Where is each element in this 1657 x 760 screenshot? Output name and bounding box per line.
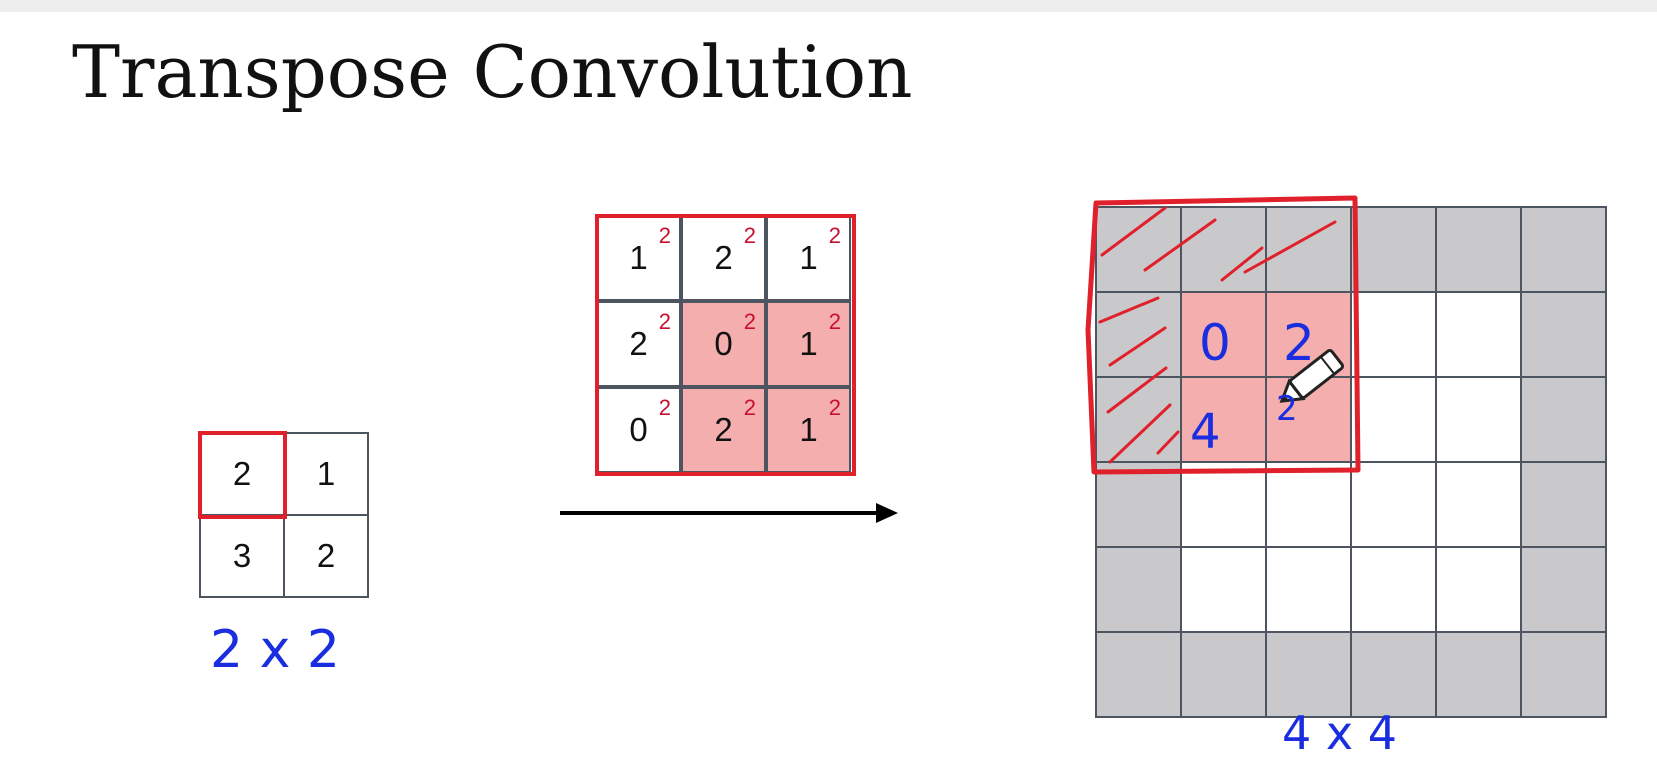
- arrow: [560, 503, 898, 523]
- filter-value: 2: [714, 411, 733, 448]
- filter-superscript: 2: [743, 223, 756, 248]
- output-cell: [1180, 291, 1267, 378]
- filter-value: 0: [714, 325, 733, 362]
- output-annotation: 2: [1276, 389, 1298, 429]
- input-size-label: 2 x 2: [210, 620, 340, 680]
- filter-value: 2: [629, 325, 648, 362]
- output-cell: [1350, 206, 1437, 293]
- output-cell: [1520, 631, 1607, 718]
- output-cell: [1350, 631, 1437, 718]
- output-cell: [1265, 631, 1352, 718]
- output-cell: [1180, 376, 1267, 463]
- filter-value: 1: [799, 411, 818, 448]
- receptive-field-outline: [1085, 195, 1361, 475]
- output-annotation: 4: [1190, 404, 1221, 460]
- output-cell: [1520, 461, 1607, 548]
- output-annotation: 0: [1199, 314, 1231, 372]
- filter-superscript: 2: [828, 223, 841, 248]
- input-cell: 2: [283, 514, 369, 598]
- filter-superscript: 2: [743, 309, 756, 334]
- slide-title: Transpose Convolution: [72, 30, 913, 114]
- filter-value: 2: [714, 239, 733, 276]
- output-cell: [1180, 546, 1267, 633]
- output-cell: [1435, 546, 1522, 633]
- hatching: [1098, 206, 1337, 464]
- filter-superscript: 2: [658, 223, 671, 248]
- top-bar: [0, 0, 1657, 12]
- output-cell: [1520, 291, 1607, 378]
- pencil-icon: [1279, 349, 1345, 403]
- filter-superscript: 2: [828, 309, 841, 334]
- filter-superscript: 2: [658, 309, 671, 334]
- filter-superscript: 2: [658, 395, 671, 420]
- output-cell: [1265, 461, 1352, 548]
- output-cell: [1095, 631, 1182, 718]
- filter-value: 0: [629, 411, 648, 448]
- output-cell: [1435, 206, 1522, 293]
- output-size-label: 4 x 4: [1282, 706, 1397, 760]
- filter-value: 1: [799, 239, 818, 276]
- filter-superscript: 2: [828, 395, 841, 420]
- filter-value: 1: [629, 239, 648, 276]
- output-annotation: 2: [1283, 314, 1315, 372]
- filter-superscript: 2: [743, 395, 756, 420]
- output-cell: [1520, 206, 1607, 293]
- filter-value: 1: [799, 325, 818, 362]
- output-cell: [1520, 376, 1607, 463]
